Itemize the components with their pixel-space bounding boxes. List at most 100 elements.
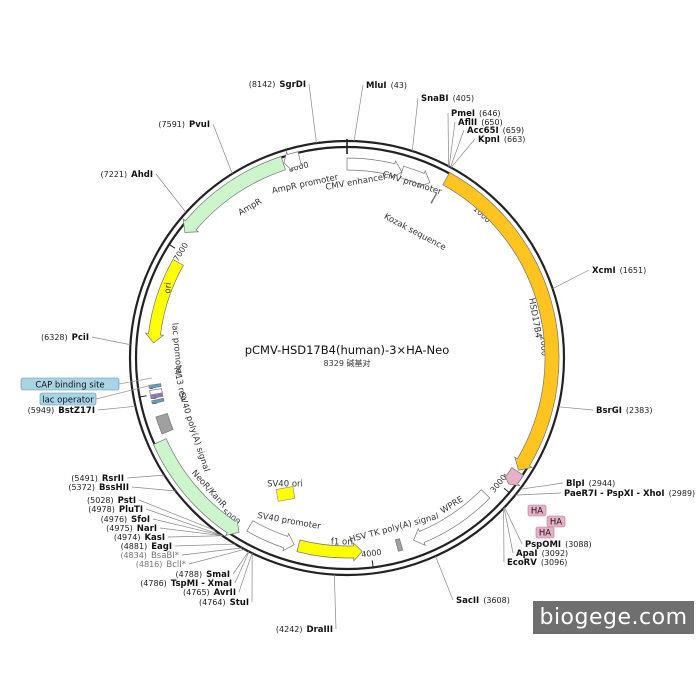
site-sfoi: (4976)SfoI (101, 515, 223, 536)
neo-kanr-arc (152, 438, 240, 536)
site-rsrii: (5491)RsrII (71, 474, 165, 484)
svg-text:EcoRV(3096): EcoRV(3096) (507, 558, 567, 568)
svg-text:(4975)NarI: (4975)NarI (106, 524, 157, 534)
svg-text:(5491)RsrII: (5491)RsrII (71, 474, 124, 484)
sv40-polya-label: SV40 poly(A) signal (176, 391, 211, 473)
site-pvui: (7591)PvuI (158, 120, 233, 174)
site-ahdi: (7221)AhdI (101, 170, 187, 213)
svg-text:(4788)SmaI: (4788)SmaI (176, 570, 231, 580)
f1-ori-label: f1 ori (331, 538, 353, 548)
svg-text:XcmI(1651): XcmI(1651) (592, 266, 646, 276)
site-tspmi-xmai: (4786)TspMI - XmaI (140, 551, 250, 589)
ha-tag-label-3: HA (535, 526, 555, 539)
site-nari: (4975)NarI (106, 524, 223, 537)
lac-promoter-label: lac promoter (169, 323, 184, 379)
svg-text:(4976)SfoI: (4976)SfoI (101, 515, 150, 525)
lac-operator-label: lac operator (39, 392, 97, 406)
ori-label: ori (163, 282, 174, 294)
plasmid-title: pCMV-HSD17B4(human)-3×HA-Neo (245, 343, 450, 357)
sv40-ori-label: SV40 ori (267, 480, 303, 490)
site-blpi: BlpI(2944) (519, 479, 615, 490)
sv40-polya-arc (155, 412, 174, 435)
svg-text:AflII(650): AflII(650) (458, 118, 503, 128)
svg-text:ApaI(3092): ApaI(3092) (516, 549, 568, 559)
svg-text:BlpI(2944): BlpI(2944) (566, 479, 615, 489)
hsv-tk-polya-arc (394, 538, 404, 552)
ha-tag-label-2: HA (546, 515, 566, 528)
site-apai: ApaI(3092) (503, 507, 568, 559)
lac-operator-arc (151, 397, 165, 405)
cap-binding-site-label: CAP binding site (20, 377, 120, 391)
svg-text:(4974)KasI: (4974)KasI (114, 533, 165, 543)
ampr-promoter-label: AmpR promoter (271, 172, 340, 196)
site-kpni: KpnI(663) (450, 135, 525, 168)
svg-text:MluI(43): MluI(43) (366, 81, 407, 91)
ampr-promoter-arc (283, 150, 302, 173)
cmv-promoter-arc (399, 165, 431, 188)
tick-label: 2000 (538, 335, 548, 356)
svg-text:PaeR7I - PspXI - XhoI(2989): PaeR7I - PspXI - XhoI(2989) (564, 489, 695, 499)
site-bcli-: (4816)BclI* (136, 548, 245, 570)
svg-text:(7221)AhdI: (7221)AhdI (101, 170, 154, 180)
watermark: biogege.com (533, 601, 694, 634)
svg-text:(5372)BssHII: (5372)BssHII (68, 483, 129, 493)
site-pcii: (6328)PciI (41, 333, 131, 346)
site-eagi: (4881)EagI (121, 542, 236, 552)
site-draiii: (4242)DraIII (276, 574, 337, 635)
site-stui: (4764)StuI (199, 553, 253, 608)
svg-text:KpnI(663): KpnI(663) (478, 135, 525, 145)
site-mlui: MluI(43) (353, 81, 407, 142)
svg-text:PspOMI(3088): PspOMI(3088) (525, 540, 592, 550)
site-pmei: PmeI(646) (447, 109, 501, 167)
sv40-promoter-arc (246, 520, 295, 552)
svg-text:lac operator: lac operator (42, 396, 94, 406)
svg-text:(5949)BstZ17I: (5949)BstZ17I (28, 406, 95, 416)
site-pspomi: PspOMI(3088) (504, 507, 592, 550)
svg-text:(4881)EagI: (4881)EagI (121, 542, 172, 552)
svg-text:SnaBI(405): SnaBI(405) (421, 94, 474, 104)
svg-text:SacII(3608): SacII(3608) (456, 596, 510, 606)
svg-text:(5028)PstI: (5028)PstI (87, 496, 136, 506)
tick-3000 (503, 487, 510, 494)
svg-text:HA: HA (550, 518, 562, 528)
svg-text:(4978)PluTI: (4978)PluTI (88, 505, 143, 515)
site-avrii: (4765)AvrII (183, 553, 253, 598)
kozak-marker (430, 192, 438, 204)
tick-7000 (168, 244, 176, 249)
svg-text:(4786)TspMI - XmaI: (4786)TspMI - XmaI (140, 579, 232, 589)
cap-site-arc (148, 383, 162, 389)
ampr-label: AmpR (237, 197, 264, 218)
tick-label: 7000 (172, 241, 191, 263)
tick-label: 4000 (361, 548, 382, 559)
site-xcmi: XcmI(1651) (552, 266, 646, 289)
site-psti: (5028)PstI (87, 496, 216, 531)
wpre-arc (413, 489, 491, 546)
site-acc65i: Acc65I(659) (450, 126, 524, 168)
sv40-ori-block (275, 486, 296, 502)
site-kasi: (4974)KasI (114, 533, 223, 543)
svg-text:Acc65I(659): Acc65I(659) (467, 126, 524, 136)
svg-text:(4242)DraIII: (4242)DraIII (276, 625, 333, 635)
svg-text:(8142)SgrDI: (8142)SgrDI (249, 80, 306, 90)
site-paer7i-pspxi-xhoi: PaeR7I - PspXI - XhoI(2989) (515, 489, 695, 499)
site-pluti: (4978)PluTI (88, 505, 223, 536)
site-smai: (4788)SmaI (176, 551, 249, 580)
site-aflii: AflII(650) (448, 118, 503, 167)
site-bstz17i: (5949)BstZ17I (28, 405, 136, 416)
ha-tag-label-1: HA (527, 504, 547, 517)
kozak-label: Kozak sequence (382, 212, 447, 253)
site-ecorv: EcoRV(3096) (503, 508, 567, 568)
svg-text:PmeI(646): PmeI(646) (451, 109, 501, 119)
site-snabi: SnaBI(405) (411, 94, 474, 152)
ori-arc (144, 258, 184, 344)
site-bsrgi: BsrGI(2383) (558, 406, 652, 416)
svg-text:(4765)AvrII: (4765)AvrII (183, 588, 236, 598)
tick-4000 (371, 560, 374, 568)
site-bsshii: (5372)BssHII (68, 483, 176, 493)
ha-tags-arc (503, 467, 525, 487)
svg-text:(4834)BsaBI*: (4834)BsaBI* (120, 551, 179, 561)
svg-text:(4764)StuI: (4764)StuI (199, 598, 249, 608)
site-sacii: SacII(3608) (435, 556, 510, 606)
